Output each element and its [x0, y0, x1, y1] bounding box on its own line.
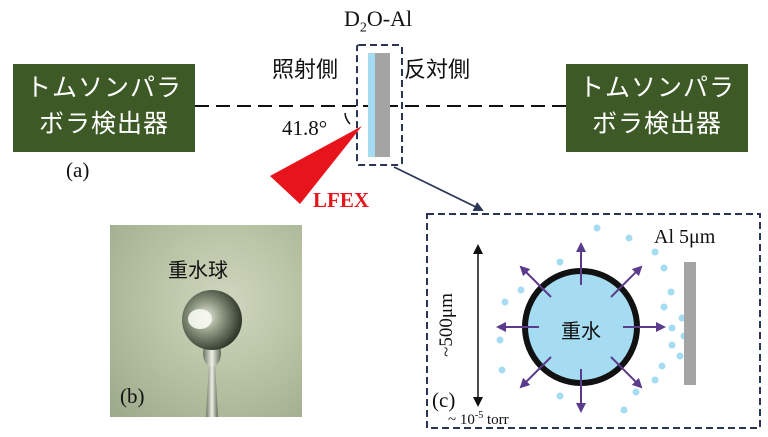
- particle: [667, 288, 675, 296]
- photo-label: 重水球: [168, 258, 228, 282]
- ejected-particles: [496, 224, 688, 414]
- particle: [498, 366, 506, 374]
- pressure-exp: -5: [474, 410, 484, 421]
- d2o-layer: [368, 53, 375, 157]
- al-foil: [375, 53, 390, 157]
- heavy-water-ball: [182, 290, 242, 350]
- particle: [660, 303, 668, 311]
- particle: [620, 406, 628, 414]
- zoom-arrow: [393, 166, 484, 211]
- particle: [668, 341, 676, 349]
- droplet-photo: [110, 225, 302, 417]
- detector-left-line2: ボラ検出器: [38, 109, 169, 138]
- expansion-arrows: [496, 242, 666, 413]
- particle: [660, 264, 668, 272]
- particle: [651, 248, 659, 256]
- detector-right-line1: トムソンパラ: [578, 73, 735, 102]
- detector-left: トムソンパラ ボラ検出器: [13, 64, 195, 152]
- target-label: D2O-Al: [344, 6, 412, 36]
- arrow-nw: [519, 265, 552, 298]
- droplet-size-label: ~500μm: [436, 293, 457, 357]
- particle: [517, 286, 525, 294]
- arrow-ne: [610, 265, 643, 298]
- particle: [556, 392, 564, 400]
- irradiated-side-label: 照射側: [272, 58, 339, 83]
- zoom-box: [426, 213, 761, 429]
- panel-c-label: (c): [432, 388, 456, 412]
- target-label-main: D: [344, 6, 360, 31]
- particle: [678, 314, 686, 322]
- pressure-unit: torr: [483, 412, 509, 428]
- angle-arc: [344, 112, 351, 125]
- panel-b-label: (b): [120, 384, 145, 408]
- detector-right-line2: ボラ検出器: [591, 109, 722, 138]
- laser-label: LFEX: [313, 188, 370, 212]
- zoom-al-foil: [684, 262, 696, 385]
- arrow-se: [610, 356, 643, 389]
- particle: [651, 376, 659, 384]
- particle: [501, 298, 509, 306]
- target-label-rest: O-Al: [366, 6, 413, 31]
- panel-a-label: (a): [66, 158, 90, 182]
- particle: [496, 336, 504, 344]
- laser-cone: [270, 126, 362, 204]
- opposite-side-label: 反対側: [404, 58, 471, 83]
- foil-label: Al 5μm: [654, 226, 716, 248]
- target-box: [356, 44, 403, 166]
- particle: [593, 224, 601, 232]
- target-label-sub: 2: [359, 20, 367, 36]
- particle: [556, 258, 564, 266]
- pressure-label: ~ 10-5 torr: [448, 410, 509, 429]
- detector-right: トムソンパラ ボラ検出器: [566, 64, 748, 152]
- arrow-sw: [519, 356, 552, 389]
- droplet-photo-art: [182, 290, 242, 417]
- droplet-label: 重水: [561, 319, 601, 343]
- particle: [625, 234, 633, 242]
- particle: [676, 352, 684, 360]
- ball-highlight: [188, 309, 212, 329]
- pressure-prefix: ~ 10: [448, 412, 475, 428]
- detector-left-line1: トムソンパラ: [25, 73, 182, 102]
- angle-label: 41.8°: [282, 116, 328, 140]
- particle: [632, 388, 640, 396]
- particle: [658, 362, 666, 370]
- particle: [668, 324, 676, 332]
